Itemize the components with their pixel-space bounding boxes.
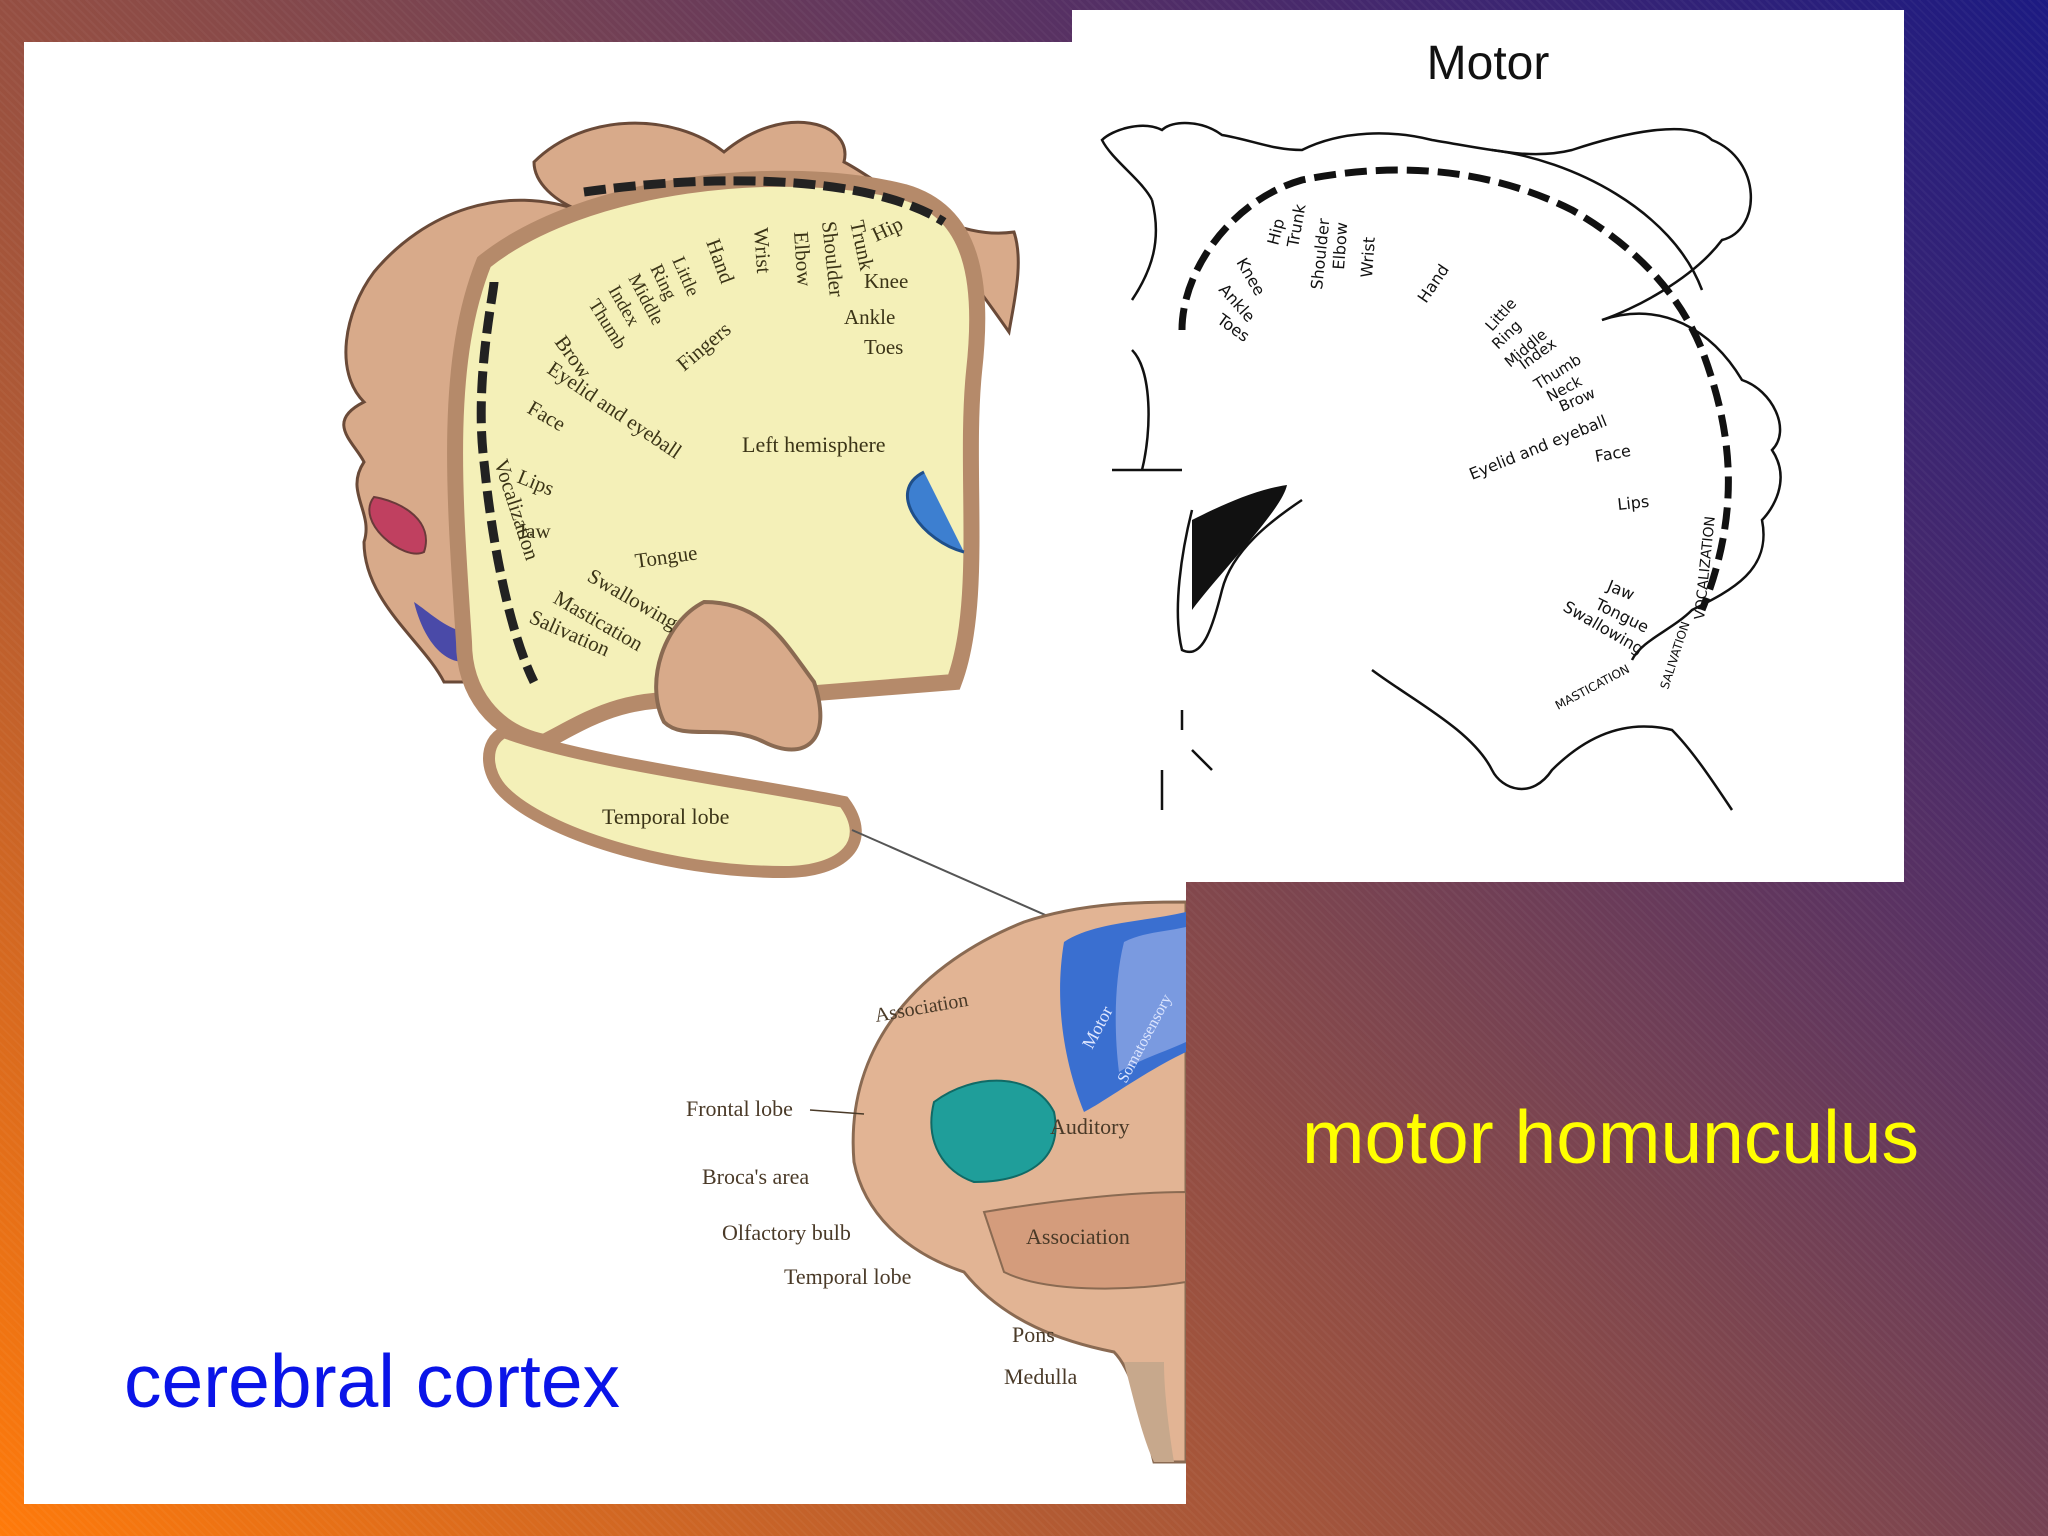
motor-label-eyelid: Eyelid and eyeball [1466,411,1609,484]
lateral-brain-drawing [851,900,1186,1464]
caption-motor-homunculus: motor homunculus [1302,1095,1919,1179]
temporal-lobe-section-label: Temporal lobe [602,804,729,829]
motor-label-trunk: Trunk [1283,202,1310,250]
olfactory-bulb-label: Olfactory bulb [722,1220,851,1245]
pons-label: Pons [1012,1322,1055,1347]
association-label-2: Association [1026,1224,1130,1249]
cerebral-cortex-panel: Left hemisphere Temporal lobe Trunk Hip … [24,42,1186,1504]
motor-label-face: Face [1593,441,1632,466]
body-label-toes: Toes [864,335,903,359]
brocas-area-label: Broca's area [702,1164,809,1189]
body-label-wrist: Wrist [749,227,776,275]
motor-label-hand: Hand [1414,261,1453,307]
sulcus-shape [1192,485,1287,610]
caption-cerebral-cortex: cerebral cortex [124,1339,621,1423]
motor-label-elbow: Elbow [1329,221,1351,270]
cerebral-cortex-illustration: Left hemisphere Temporal lobe Trunk Hip … [342,120,1186,1464]
hemisphere-cross-section [447,170,986,879]
temporal-lobe-brain-label: Temporal lobe [784,1264,911,1289]
motor-label-salivation: SALIVATION [1658,620,1693,691]
hemisphere-label: Left hemisphere [742,432,886,457]
body-label-elbow: Elbow [789,231,817,288]
motor-label-lips: Lips [1616,492,1650,514]
body-label-knee: Knee [864,269,908,293]
motor-homunculus-panel: Motor Hip Trunk Shoulder Elbow Wrist Kne… [1072,10,1904,882]
body-label-ankle: Ankle [844,305,895,329]
homunculus-outline-figure [1100,121,1782,811]
medulla-label: Medulla [1004,1364,1078,1389]
auditory-label: Auditory [1050,1114,1129,1139]
motor-cortex-arc [1178,166,1732,612]
motor-label-vocalization: VOCALIZATION [1692,515,1719,620]
motor-homunculus-illustration: Hip Trunk Shoulder Elbow Wrist Knee Ankl… [1100,121,1782,811]
motor-label-mastication: MASTICATION [1553,662,1632,713]
body-label-jaw: Jaw [518,519,551,543]
frontal-lobe-label: Frontal lobe [686,1096,793,1121]
motor-title: Motor [1426,37,1550,90]
motor-label-wrist: Wrist [1357,236,1379,278]
